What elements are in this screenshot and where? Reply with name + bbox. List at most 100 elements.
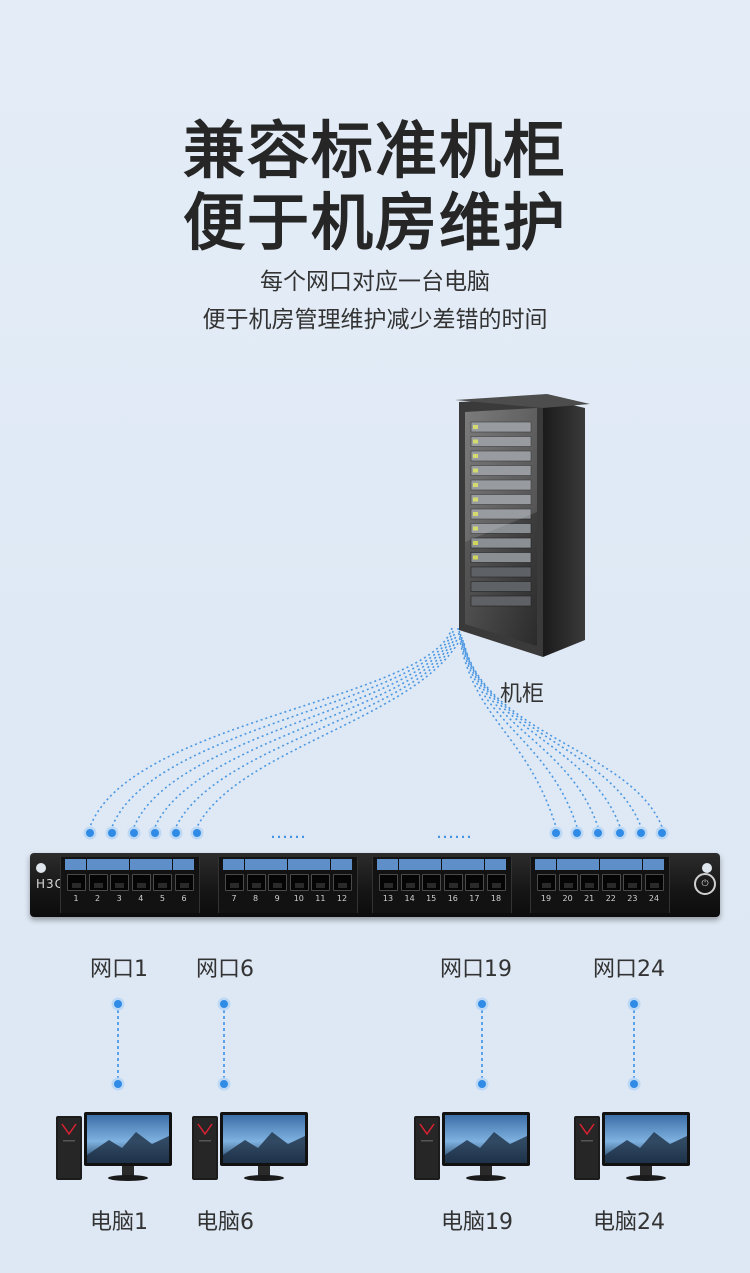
mount-hole [702, 863, 712, 873]
port-label-19: 网口19 [440, 957, 512, 982]
port-number: 18 [490, 894, 502, 903]
port-number: 10 [293, 894, 304, 903]
port-label-strip [599, 859, 621, 870]
cabinet-label: 机柜 [500, 682, 545, 707]
cable [460, 636, 621, 828]
port-number: 16 [447, 894, 458, 903]
rack-unit [470, 494, 532, 505]
port-label-strip [331, 859, 352, 870]
port-label-strip [108, 859, 130, 870]
port-dot-core [658, 829, 666, 837]
port-dot-core [193, 829, 201, 837]
rack-unit [470, 552, 532, 563]
rack-led [473, 468, 478, 473]
port-to-pc-links [111, 997, 641, 1091]
port-dot-core [616, 829, 624, 837]
rj45-jack [225, 874, 244, 891]
port-dot-core [552, 829, 560, 837]
rj45-jack [601, 874, 621, 891]
rack-unit [470, 465, 532, 476]
port-label-24: 网口24 [593, 957, 665, 982]
rj45-jack [422, 874, 442, 891]
port-number: 22 [605, 894, 616, 903]
rack-unit [470, 436, 532, 447]
port-number: 6 [181, 894, 187, 903]
rj45-jack [311, 874, 331, 891]
cable [133, 633, 456, 828]
rack-unit [470, 581, 532, 592]
rj45-jack [333, 874, 352, 891]
port-label-strip [556, 859, 578, 870]
rack-unit [470, 523, 532, 534]
ellipsis-right: …… [436, 822, 472, 843]
port-number: 11 [315, 894, 326, 903]
link-dot-core [630, 1080, 638, 1088]
port-dot-core [594, 829, 602, 837]
port-label-strip [86, 859, 108, 870]
port-label-strip [223, 859, 244, 870]
pc-label-19: 电脑19 [441, 1210, 513, 1235]
server-cabinet-icon [455, 394, 590, 657]
rack-unit [470, 566, 532, 578]
subtitle-line-2: 便于机房管理维护减少差错的时间 [202, 307, 548, 333]
rack-led [473, 555, 478, 560]
computer-icon [54, 1110, 174, 1190]
link-dot-core [478, 1000, 486, 1008]
pc-label-6: 电脑6 [196, 1210, 254, 1235]
port-number: 14 [404, 894, 415, 903]
rack-led [473, 439, 478, 444]
port-number: 7 [231, 894, 237, 903]
rj45-jack [537, 874, 556, 891]
cable [175, 639, 458, 828]
port-label-strip [309, 859, 331, 870]
rj45-jack [175, 874, 194, 891]
computer-icon [190, 1110, 310, 1190]
cable [459, 633, 599, 828]
subtitle-line-1: 每个网口对应一台电脑 [260, 269, 490, 295]
port-dot-core [108, 829, 116, 837]
port-number: 15 [426, 894, 437, 903]
port-dot-core [130, 829, 138, 837]
port-label-strip [129, 859, 151, 870]
rack-led [473, 425, 478, 429]
link-dot-core [220, 1080, 228, 1088]
pc-label-1: 电脑1 [90, 1210, 148, 1235]
rack-led [473, 541, 478, 545]
rj45-jack [379, 874, 398, 891]
link-dot-core [114, 1000, 122, 1008]
rj45-jack [623, 874, 643, 891]
headline-line-2: 便于机房维护 [182, 186, 567, 259]
rack-unit [470, 479, 532, 491]
port-label-1: 网口1 [90, 957, 148, 982]
port-number: 2 [95, 894, 101, 903]
mount-hole [36, 863, 46, 873]
rj45-jack [580, 874, 600, 891]
rj45-jack [268, 874, 288, 891]
port-number: 1 [73, 894, 79, 903]
computer-icon [572, 1110, 692, 1190]
port-number: 20 [562, 894, 573, 903]
link-dot-core [220, 1000, 228, 1008]
port-dots [83, 826, 669, 840]
rack-led [473, 526, 478, 531]
port-label-strip [151, 859, 173, 870]
rack-unit [470, 508, 532, 520]
cable [89, 627, 453, 828]
port-label-strip [266, 859, 288, 870]
rj45-jack [443, 874, 463, 891]
rack-led [473, 483, 478, 487]
rj45-jack [400, 874, 420, 891]
rj45-jack [289, 874, 309, 891]
rack-unit [470, 537, 532, 549]
rj45-jack [558, 874, 578, 891]
rj45-jack [645, 874, 664, 891]
headline-line-1: 兼容标准机柜 [182, 114, 567, 187]
port-label-strip [65, 859, 86, 870]
pc-label-24: 电脑24 [593, 1210, 665, 1235]
port-number: 24 [648, 894, 660, 903]
rack-led [473, 512, 478, 516]
